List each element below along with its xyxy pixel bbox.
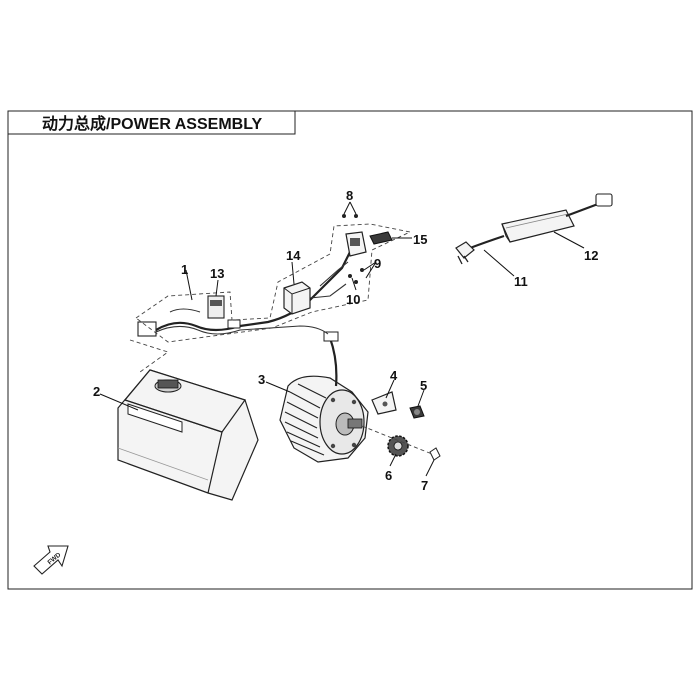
callout-14: 14 <box>286 248 301 263</box>
callout-6: 6 <box>385 468 392 483</box>
diagram-title: 动力总成/POWER ASSEMBLY <box>42 114 263 133</box>
bolt-part <box>409 405 425 419</box>
callout-11: 11 <box>514 274 528 289</box>
callout-4: 4 <box>390 368 398 383</box>
callout-1: 1 <box>181 262 188 277</box>
callout-8: 8 <box>346 188 353 203</box>
switch-part <box>345 231 367 257</box>
callout-15: 15 <box>413 232 427 247</box>
diagram-border <box>7 110 693 590</box>
callout-7: 7 <box>421 478 428 493</box>
cover-part <box>369 231 393 245</box>
charger-part <box>455 193 613 265</box>
motor-part <box>279 331 369 463</box>
harness-group-outline <box>135 223 412 343</box>
callout-3: 3 <box>258 372 265 387</box>
callout-5: 5 <box>420 378 427 393</box>
sprocket-part <box>387 435 409 457</box>
callout-10: 10 <box>346 292 360 307</box>
clip-part <box>429 447 441 461</box>
title-box <box>8 111 296 135</box>
callout-13: 13 <box>210 266 224 281</box>
leader-lines <box>99 201 585 477</box>
fwd-arrow-icon: FWD <box>33 545 69 575</box>
relay-part <box>207 295 225 319</box>
screws-part <box>342 214 364 284</box>
callout-12: 12 <box>584 248 598 263</box>
callout-2: 2 <box>93 384 100 399</box>
wiring-harness-part <box>137 251 351 337</box>
callout-9: 9 <box>374 256 381 271</box>
controller-part <box>283 281 311 315</box>
battery-part <box>117 369 259 501</box>
